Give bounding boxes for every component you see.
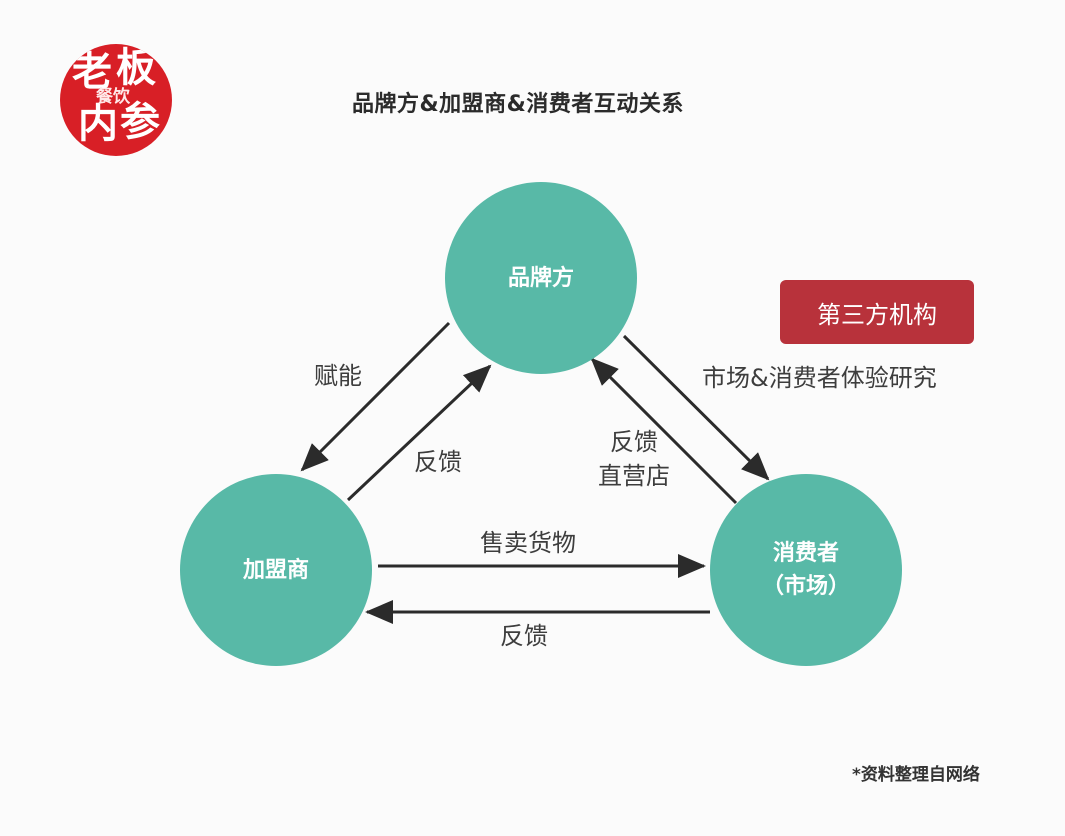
arrow-brand-to-consumer — [622, 334, 770, 481]
label-sell-goods: 售卖货物 — [480, 529, 576, 557]
arrow-franchisee-to-brand — [346, 364, 492, 502]
node-consumer-sublabel: （市场） — [761, 574, 850, 599]
arrow-brand-to-franchisee — [300, 321, 451, 472]
source-note: *资料整理自网络 — [852, 765, 980, 785]
logo: 老 板 内 参 餐饮 — [60, 44, 172, 156]
logo-char-nei: 内 — [78, 100, 118, 147]
logo-char-can: 参 — [120, 98, 160, 145]
label-direct-store: 直营店 — [598, 461, 670, 490]
label-empower: 赋能 — [314, 362, 362, 390]
label-feedback-right: 反馈 直营店 — [598, 426, 670, 493]
node-brand-label: 品牌方 — [507, 265, 574, 291]
node-brand: 品牌方 — [445, 182, 637, 374]
logo-subtitle: 餐饮 — [96, 87, 130, 107]
label-feedback-bottom: 反馈 — [500, 622, 548, 650]
label-feedback-left: 反馈 — [414, 448, 462, 476]
node-consumer: 消费者 （市场） — [710, 474, 902, 666]
third-party-badge: 第三方机构 — [780, 280, 974, 344]
arrow-consumer-to-brand — [590, 357, 738, 505]
logo-char-ban: 板 — [116, 44, 156, 91]
label-feedback-right-line1: 反馈 — [610, 428, 658, 456]
node-consumer-label: 消费者 — [772, 541, 839, 566]
label-market-research: 市场&消费者体验研究 — [702, 364, 937, 392]
node-franchisee: 加盟商 — [180, 474, 372, 666]
node-franchisee-label: 加盟商 — [242, 557, 309, 583]
page-title: 品牌方&加盟商&消费者互动关系 — [352, 92, 684, 117]
logo-char-lao: 老 — [72, 48, 112, 95]
